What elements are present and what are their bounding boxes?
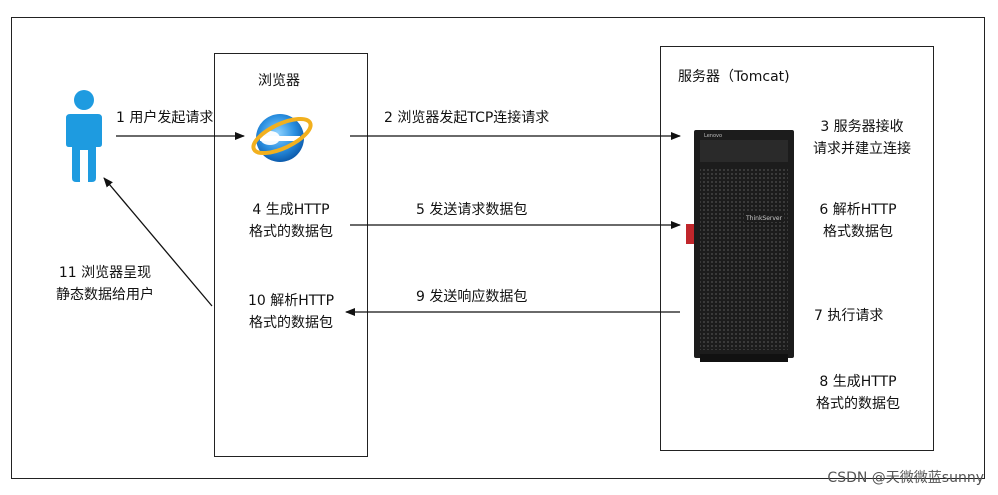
watermark: CSDN @天微微蓝sunny xyxy=(827,470,984,486)
tower-server-icon: Lenovo ThinkServer xyxy=(686,130,794,362)
server-model: ThinkServer xyxy=(745,215,783,222)
step-6-line-1: 6 解析HTTP xyxy=(819,202,897,218)
server-brand: Lenovo xyxy=(704,133,722,139)
step-10-line-2: 格式的数据包 xyxy=(249,315,333,331)
server-title: 服务器（Tomcat) xyxy=(678,69,790,85)
step-3-line-1: 3 服务器接收 xyxy=(820,119,904,135)
step-10-line-1: 10 解析HTTP xyxy=(247,293,335,309)
step-4-label: 4 生成HTTP 格式的数据包 xyxy=(218,199,364,243)
browser-box xyxy=(214,53,368,457)
step-6-line-2: 格式数据包 xyxy=(823,224,893,240)
step-3-label: 3 服务器接收 请求并建立连接 xyxy=(792,116,932,160)
step-11-line-2: 静态数据给用户 xyxy=(56,287,154,303)
step-9-label: 9 发送响应数据包 xyxy=(416,289,528,305)
step-11-label: 11 浏览器呈现 静态数据给用户 xyxy=(30,262,180,306)
internet-explorer-icon xyxy=(251,114,313,162)
step-10-label: 10 解析HTTP 格式的数据包 xyxy=(218,290,364,334)
step-1-label: 1 用户发起请求 xyxy=(116,110,214,126)
step-6-label: 6 解析HTTP 格式数据包 xyxy=(792,199,924,243)
browser-title: 浏览器 xyxy=(258,73,300,89)
arrow-browser-to-user xyxy=(103,177,213,307)
step-11-line-1: 11 浏览器呈现 xyxy=(58,265,152,281)
step-2-label: 2 浏览器发起TCP连接请求 xyxy=(384,110,550,126)
step-8-label: 8 生成HTTP 格式的数据包 xyxy=(792,371,924,415)
step-4-line-2: 格式的数据包 xyxy=(249,224,333,240)
server-box xyxy=(660,46,934,451)
step-4-line-1: 4 生成HTTP xyxy=(252,202,330,218)
step-5-label: 5 发送请求数据包 xyxy=(416,202,528,218)
diagram-frame xyxy=(11,17,985,479)
step-8-line-2: 格式的数据包 xyxy=(816,396,900,412)
step-8-line-1: 8 生成HTTP xyxy=(819,374,897,390)
person-icon xyxy=(66,90,102,182)
step-7-label: 7 执行请求 xyxy=(814,308,884,324)
step-3-line-2: 请求并建立连接 xyxy=(813,141,911,157)
